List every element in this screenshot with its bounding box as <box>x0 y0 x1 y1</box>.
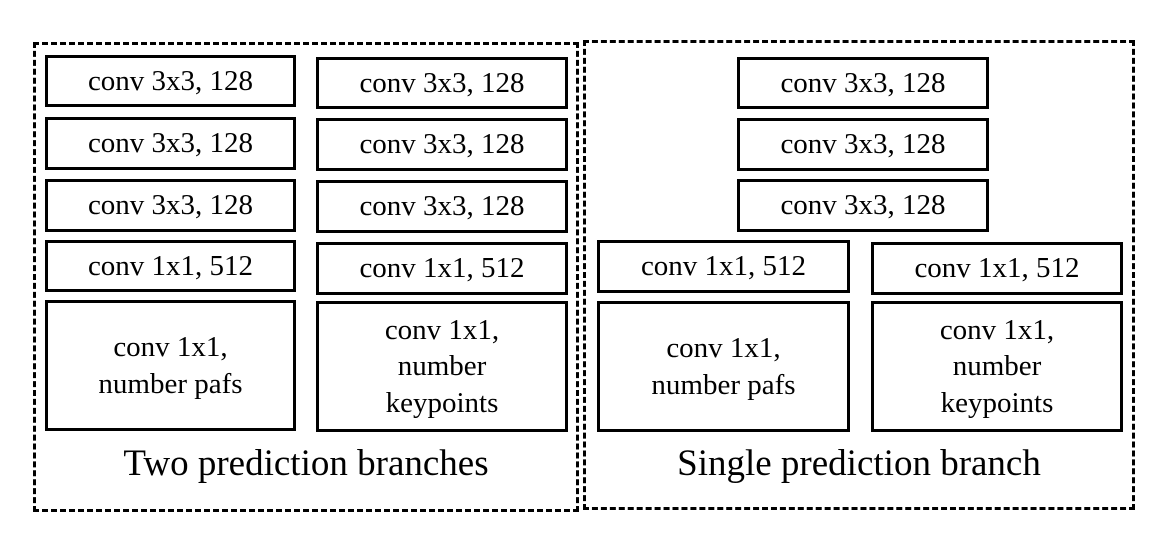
right-branch-conv3x3-3: conv 3x3, 128 <box>316 180 568 233</box>
keypoints-head-conv1x1-512: conv 1x1, 512 <box>871 242 1123 295</box>
keypoints-head-output: conv 1x1, number keypoints <box>871 301 1123 432</box>
left-branch-pafs-output: conv 1x1, number pafs <box>45 300 296 431</box>
right-branch-conv3x3-1: conv 3x3, 128 <box>316 57 568 109</box>
pafs-head-output: conv 1x1, number pafs <box>597 301 850 432</box>
shared-conv3x3-2: conv 3x3, 128 <box>737 118 989 171</box>
single-branch-panel <box>583 40 1135 510</box>
right-branch-conv3x3-2: conv 3x3, 128 <box>316 118 568 171</box>
two-branches-caption: Two prediction branches <box>123 443 489 484</box>
single-branch-caption: Single prediction branch <box>677 443 1041 484</box>
right-branch-conv1x1-512: conv 1x1, 512 <box>316 242 568 295</box>
shared-conv3x3-3: conv 3x3, 128 <box>737 179 989 232</box>
left-branch-conv1x1-512: conv 1x1, 512 <box>45 240 296 292</box>
left-branch-conv3x3-2: conv 3x3, 128 <box>45 117 296 170</box>
left-branch-conv3x3-1: conv 3x3, 128 <box>45 55 296 107</box>
right-branch-keypoints-output: conv 1x1, number keypoints <box>316 301 568 432</box>
shared-conv3x3-1: conv 3x3, 128 <box>737 57 989 109</box>
pafs-head-conv1x1-512: conv 1x1, 512 <box>597 240 850 293</box>
left-branch-conv3x3-3: conv 3x3, 128 <box>45 179 296 232</box>
two-branches-panel <box>33 42 579 512</box>
